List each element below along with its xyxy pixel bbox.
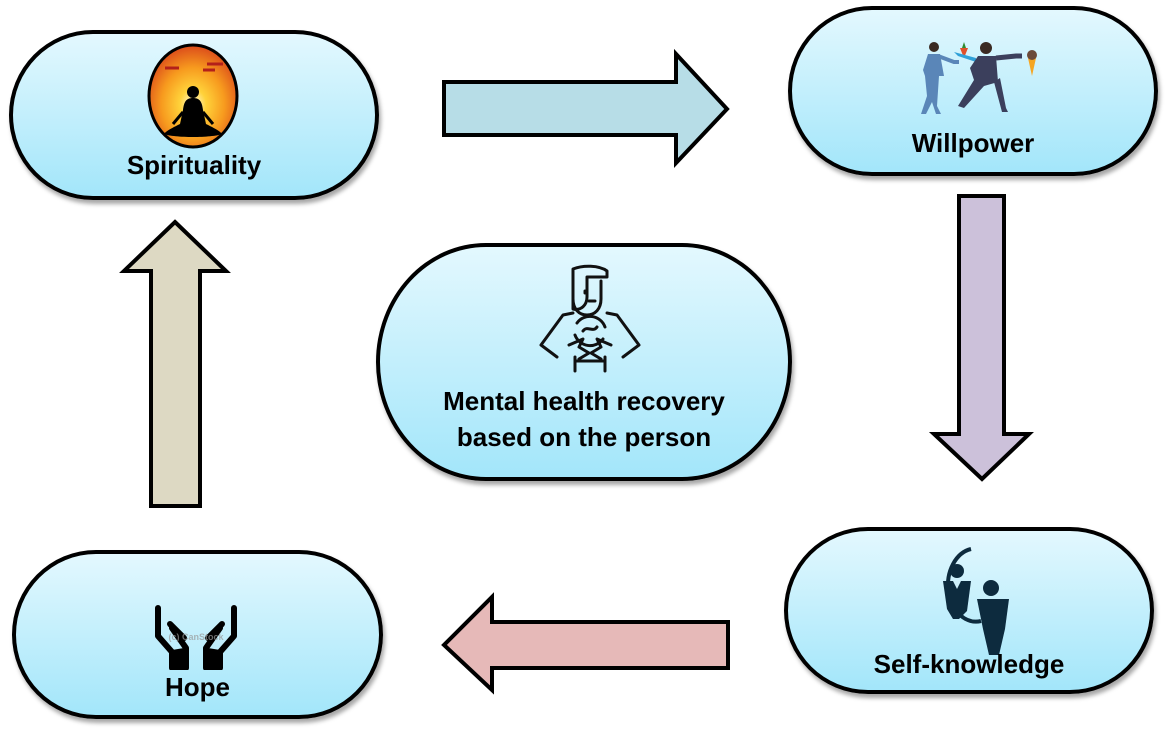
arrow-willpower-to-self-knowledge — [928, 194, 1034, 482]
node-label: Hope — [165, 672, 230, 702]
node-label: Self-knowledge — [873, 649, 1065, 679]
carrot-chase-icon — [921, 42, 1037, 114]
self-reflection-icon — [943, 547, 1009, 655]
node-label: Spirituality — [126, 150, 262, 180]
arrow-spirituality-to-willpower — [442, 48, 730, 169]
node-center: Mental health recovery based on the pers… — [376, 243, 792, 481]
node-willpower: Willpower — [788, 6, 1158, 176]
node-label: Mental health recovery based on the pers… — [443, 386, 725, 452]
arrow-self-knowledge-to-hope — [441, 592, 730, 695]
arrow-hope-to-spirituality — [119, 219, 231, 508]
meditation-icon — [147, 43, 239, 149]
node-label: Willpower — [911, 128, 1035, 158]
node-hope: (c) CanStock Hope — [12, 550, 383, 719]
node-spirituality: Spirituality — [9, 30, 379, 200]
open-hands-icon: (c) CanStock — [155, 605, 237, 670]
node-self-knowledge: Self-knowledge — [784, 527, 1154, 694]
watermark: (c) CanStock — [168, 632, 224, 642]
person-recovery-icon — [539, 264, 641, 373]
